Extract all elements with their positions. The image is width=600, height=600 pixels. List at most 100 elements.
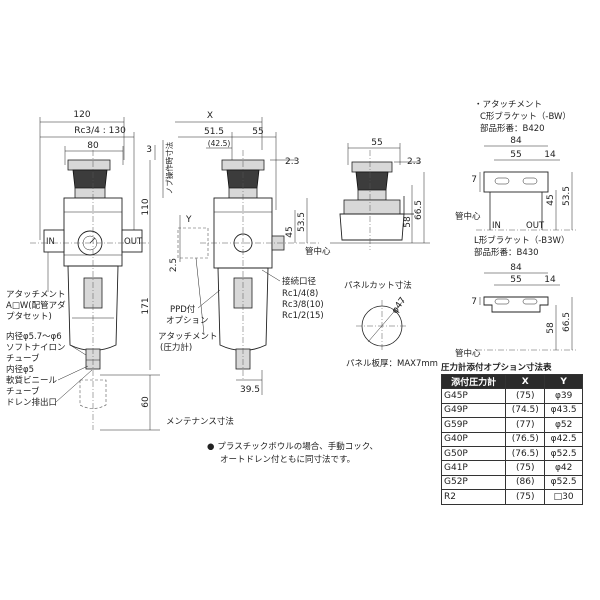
cell-model: G59P	[440, 417, 507, 433]
attachment-label-3: プタセット)	[6, 312, 52, 322]
cell-x: (86)	[505, 474, 546, 491]
bc-out-label: OUT	[526, 221, 545, 231]
tube2-label-3: チューブ	[6, 386, 40, 397]
bc-dim-55: 55	[510, 150, 521, 160]
bc-center-label: 管中心	[455, 211, 481, 222]
gauge-attachment-label-1: アタッチメント	[158, 332, 218, 342]
cell-model: R2	[440, 489, 507, 505]
panel-thickness-label: パネル板厚：MAX7mm	[346, 358, 438, 369]
bc-dim-14: 14	[544, 150, 556, 160]
port-out-label: OUT	[124, 237, 143, 247]
dim-51-5: 51.5	[204, 127, 224, 137]
dim-80: 80	[87, 141, 99, 151]
panel-dim-66-5: 66.5	[414, 200, 424, 220]
tube1-label-3: チューブ	[6, 353, 40, 364]
side-center-label: 管中心	[305, 246, 331, 257]
dim-60: 60	[141, 396, 151, 408]
dim-120: 120	[73, 110, 90, 120]
panel-phi47: φ47	[390, 296, 408, 316]
bl-center-label: 管中心	[455, 348, 481, 359]
bracket-c-title-2: C形ブラケット（-BW）	[480, 111, 571, 122]
dim-45-side: 45	[285, 226, 295, 237]
dim-3: 3	[146, 145, 152, 155]
front-view: 120 Rc3/4 : 130 80 3 110 ノブ操作時寸法 171 60 …	[6, 110, 234, 431]
dim-171: 171	[141, 297, 151, 314]
maintenance-label: メンテナンス寸法	[166, 416, 234, 427]
bl-dim-84: 84	[510, 263, 522, 273]
cell-y: φ43.5	[544, 402, 583, 419]
bracket-c-view: ・アタッチメント C形ブラケット（-BW） 部品形番：B420 84 55 14…	[455, 100, 576, 231]
ppd-label-1: PPD付	[170, 304, 196, 315]
table-row: G40P(76.5)φ42.5	[440, 431, 583, 447]
panel-dim-2-3: 2.3	[407, 157, 421, 167]
bl-dim-7: 7	[471, 297, 477, 307]
cell-y: φ52.5	[544, 474, 583, 491]
drain-label: ドレン排出口	[6, 397, 57, 408]
bl-dim-66-5: 66.5	[562, 312, 572, 332]
cell-x: (74.5)	[505, 402, 546, 419]
cell-y: φ52.5	[544, 445, 583, 462]
side-view: X 51.5 55 (42.5) Y 2.5 2.3 45	[158, 111, 331, 395]
table-row: R2(75)□30	[440, 489, 583, 505]
dim-110: 110	[141, 198, 151, 215]
gauge-attachment-label-2: (圧力計)	[160, 342, 192, 353]
dim-39-5: 39.5	[240, 385, 260, 395]
bl-dim-14: 14	[544, 275, 556, 285]
cell-model: G41P	[440, 460, 507, 476]
cell-x: (76.5)	[505, 431, 546, 447]
cell-model: G52P	[440, 474, 507, 491]
bc-dim-7: 7	[471, 175, 477, 185]
tube1-label-1: 内径φ5.7～φ6	[6, 331, 62, 342]
dim-2-3-side: 2.3	[285, 157, 299, 167]
cell-x: (76.5)	[505, 445, 546, 462]
panel-cut-label: パネルカット寸法	[344, 280, 412, 291]
note-line-2: オートドレン付ともに同寸法です。	[220, 455, 356, 465]
cell-y: □30	[544, 489, 583, 505]
dim-y: Y	[185, 215, 192, 225]
attachment-label-1: アタッチメント	[6, 290, 66, 300]
option-table-title: 圧力計添付オプション寸法表	[441, 363, 552, 373]
tube1-label-2: ソフトナイロン	[6, 343, 66, 353]
cell-x: (75)	[505, 489, 546, 505]
dim-x: X	[207, 111, 213, 121]
table-row: G49P(74.5)φ43.5	[440, 402, 583, 419]
cell-y: φ42.5	[544, 431, 583, 447]
cell-model: G40P	[440, 431, 507, 447]
dim-rc34-130: Rc3/4 : 130	[74, 126, 126, 136]
cell-model: G45P	[440, 388, 507, 404]
panel-dim-58: 58	[403, 216, 413, 228]
bracket-l-view: L形ブラケット（-B3W） 部品形番：B430 84 55 14 7 58 66…	[455, 235, 576, 359]
cell-y: φ52	[544, 417, 583, 433]
header-x: X	[505, 373, 546, 390]
bc-dim-84: 84	[510, 136, 522, 146]
table-row: G52P(86)φ52.5	[440, 474, 583, 491]
note-line-1: プラスチックボウルの場合、手動コック、	[217, 442, 378, 452]
option-table: 添付圧力計 X Y G45P(75)φ39 G49P(74.5)φ43.5 G5…	[440, 373, 583, 505]
tube2-label-1: 内径φ5	[6, 364, 34, 375]
cell-y: φ39	[544, 388, 583, 404]
bc-in-label: IN	[492, 221, 501, 231]
header-y: Y	[544, 373, 583, 390]
dim-55-side: 55	[252, 127, 263, 137]
cell-x: (77)	[505, 417, 546, 433]
note: ●プラスチックボウルの場合、手動コック、 オートドレン付ともに同寸法です。	[207, 441, 378, 467]
attachment-label-2: A□W(配管アダ	[6, 300, 66, 311]
panel-view: 55 2.3 58 66.5 パネルカット寸法 φ47 パネル板厚：MAX7mm	[330, 138, 438, 369]
note-bullet: ●	[207, 442, 215, 452]
rc12-label: Rc1/2(15)	[282, 311, 324, 321]
bl-dim-58: 58	[546, 322, 556, 334]
conn-port-label: 接続口径	[282, 276, 317, 287]
cell-x: (75)	[505, 460, 546, 476]
cell-model: G49P	[440, 402, 507, 419]
table-row: G45P(75)φ39	[440, 388, 583, 404]
bracket-c-title-1: ・アタッチメント	[474, 100, 542, 110]
knob-stroke-label: ノブ操作時寸法	[164, 141, 174, 194]
table-row: G50P(76.5)φ52.5	[440, 445, 583, 462]
bracket-c-part: 部品形番：B420	[480, 123, 545, 134]
bl-dim-55: 55	[510, 275, 521, 285]
dim-53-5-side: 53.5	[297, 212, 307, 232]
ppd-label-2: オプション	[166, 316, 209, 326]
panel-dim-55: 55	[371, 138, 382, 148]
rc14-label: Rc1/4(8)	[282, 289, 318, 299]
dim-42-5: (42.5)	[208, 139, 231, 148]
